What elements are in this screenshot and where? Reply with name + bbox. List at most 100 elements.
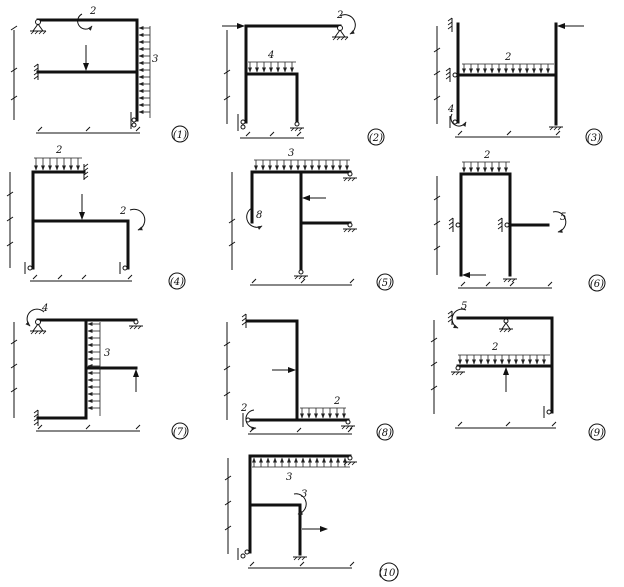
load-label: 3 [152, 54, 158, 65]
load-label: 2 [504, 52, 511, 63]
roller-support-icon [119, 262, 128, 274]
pin-support-icon [343, 171, 357, 182]
scheme-2: 2 4 (2) [222, 10, 385, 146]
dimension-line [6, 172, 133, 282]
pin-support-icon [549, 126, 563, 131]
pin-support-icon [343, 455, 357, 466]
svg-text:(2): (2) [369, 133, 383, 144]
scheme-number-badge: (9) [588, 423, 606, 441]
load-label: 2 [55, 145, 62, 156]
load-label: 2 [89, 6, 96, 17]
pin-support-icon [290, 121, 304, 132]
dimension-line [223, 30, 304, 139]
dimension-line [224, 458, 355, 569]
scheme-10: 3 3 (10) [224, 454, 400, 582]
load-label: 3 [301, 489, 307, 500]
distributed-load-icon [300, 407, 346, 419]
svg-text:(10): (10) [379, 568, 400, 579]
load-label: 2 [333, 396, 340, 407]
scheme-number-badge: (4) [168, 272, 186, 290]
distributed-load-icon [252, 457, 350, 468]
pin-support-icon [341, 419, 355, 430]
dimension-line [10, 322, 141, 432]
distributed-load-icon [34, 157, 82, 171]
moment-arrow-icon [339, 14, 356, 35]
scheme-3: 2 4 (3) [433, 17, 603, 146]
svg-text:(6): (6) [590, 279, 604, 290]
dimension-line [228, 172, 355, 286]
dimension-line [433, 26, 561, 138]
pin-support-icon [499, 318, 513, 333]
pin-support-icon [30, 319, 47, 335]
scheme-number-badge: (2) [367, 128, 385, 146]
load-label: 4 [447, 104, 454, 115]
load-label: 2 [336, 10, 343, 21]
scheme-1-frame [36, 18, 139, 122]
fixed-support-icon [83, 163, 89, 180]
fixed-support-icon [447, 310, 453, 325]
load-label: 8 [256, 210, 262, 221]
load-label: 5 [461, 301, 467, 312]
distributed-load-icon [248, 61, 296, 73]
scheme-number-badge: (10) [379, 562, 400, 582]
scheme-7-frame [36, 318, 138, 420]
dimension-line [433, 176, 553, 289]
load-label: 3 [288, 148, 294, 159]
scheme-number-badge: (1) [171, 125, 189, 143]
scheme-number-badge: (3) [585, 128, 603, 146]
scheme-1: 2 3 (1) [10, 6, 189, 143]
moment-arrow-icon [246, 207, 263, 230]
load-label: 2 [491, 342, 498, 353]
scheme-number-badge: (7) [171, 422, 189, 440]
pin-support-icon [129, 319, 143, 330]
svg-text:(3): (3) [587, 133, 601, 144]
roller-support-icon [445, 67, 458, 82]
svg-text:(9): (9) [590, 428, 604, 439]
scheme-4: 2 2 (4) [6, 145, 186, 290]
pin-support-icon [293, 556, 307, 561]
scheme-7: 4 3 (7) [10, 303, 189, 440]
pin-support-icon [503, 278, 517, 283]
roller-support-icon [237, 548, 250, 560]
svg-text:(7): (7) [173, 427, 187, 438]
load-label: 3 [104, 348, 110, 359]
load-label: 4 [41, 303, 48, 314]
svg-text:(1): (1) [173, 130, 187, 141]
scheme-8-frame [246, 319, 350, 422]
roller-support-icon [497, 217, 510, 232]
scheme-6-frame [459, 172, 550, 277]
dimension-line [223, 322, 353, 435]
distributed-load-icon [462, 161, 510, 173]
distributed-load-icon [462, 63, 554, 74]
scheme-4-frame [31, 170, 130, 270]
moment-arrow-icon [552, 211, 567, 233]
dimension-line [430, 320, 557, 429]
load-label: 2 [483, 150, 490, 161]
dimension-line [10, 25, 141, 134]
load-label: 4 [267, 50, 274, 61]
distributed-load-icon [138, 26, 151, 118]
scheme-number-badge: (5) [376, 273, 394, 291]
svg-text:(4): (4) [170, 277, 184, 288]
scheme-5: 3 8 (5) [228, 148, 394, 291]
scheme-3-frame [456, 22, 558, 126]
pin-support-icon [343, 222, 357, 233]
roller-support-icon [130, 112, 137, 129]
scheme-6: 2 5 (6) [433, 150, 606, 292]
roller-support-icon [24, 262, 33, 274]
roller-support-icon [448, 217, 461, 232]
moment-arrow-icon [451, 308, 467, 329]
scheme-10-frame [248, 454, 352, 556]
distributed-load-icon [254, 159, 350, 171]
pin-support-icon [451, 365, 465, 376]
roller-support-icon [543, 406, 552, 418]
moment-arrow-icon [293, 493, 307, 516]
distributed-load-icon [87, 322, 101, 416]
scheme-number-badge: (6) [588, 274, 606, 292]
moment-arrow-icon [129, 208, 146, 231]
scheme-5-frame [250, 170, 352, 272]
pin-support-icon [332, 25, 349, 41]
fixed-support-icon [241, 313, 247, 328]
